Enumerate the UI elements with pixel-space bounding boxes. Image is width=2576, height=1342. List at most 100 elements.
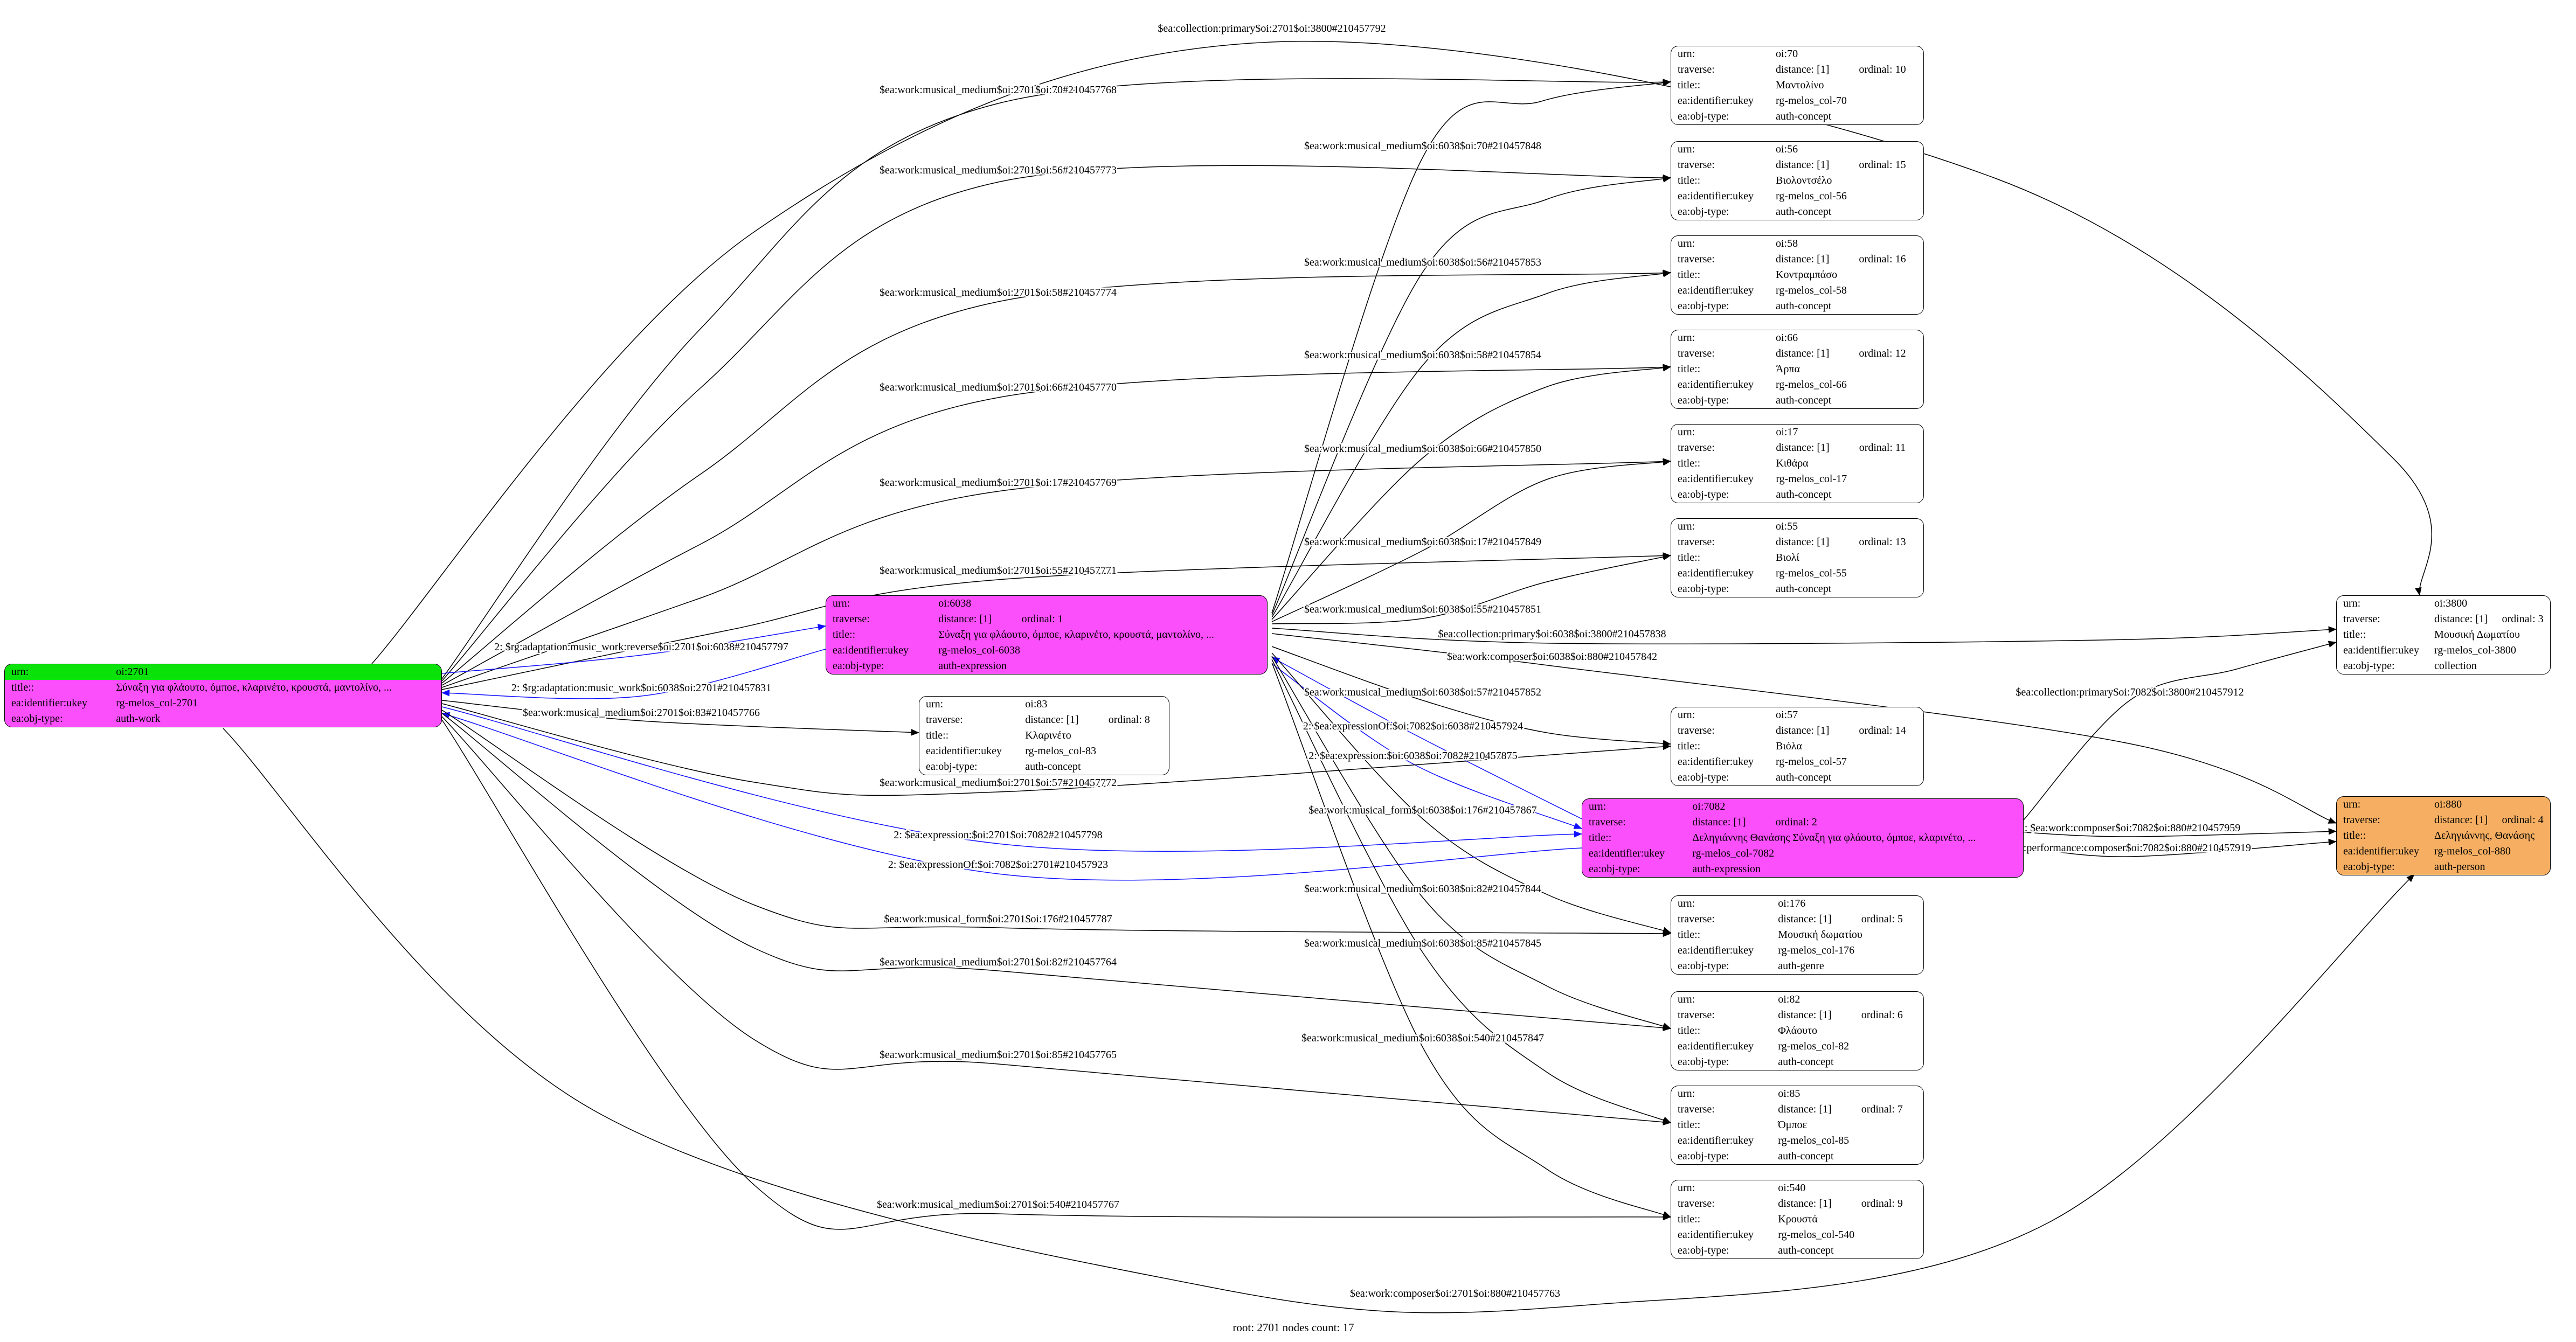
edge-line — [441, 269, 1671, 684]
node-row-title: title::Κιθάρα — [1671, 456, 1923, 471]
field-label-traverse: traverse: — [833, 613, 870, 625]
field-value-objtype: auth-concept — [1778, 1056, 1834, 1068]
field-value-urn: oi:2701 — [116, 666, 149, 678]
field-label-objtype: ea:obj-type: — [11, 713, 63, 725]
node-row-urn: urn:oi:6038 — [826, 596, 1267, 611]
edge-line — [441, 716, 1671, 1126]
field-label-objtype: ea:obj-type: — [2343, 861, 2395, 873]
node-row-urn: urn:oi:176 — [1671, 896, 1923, 912]
field-label-title: title:: — [11, 682, 34, 693]
edge-label: $ea:work:composer$oi:6038$oi:880#2104578… — [1447, 651, 1657, 663]
edge-label: $ea:work:musical_medium$oi:6038$oi:70#21… — [1304, 140, 1541, 152]
field-label-objtype: ea:obj-type: — [1678, 583, 1729, 595]
field-label-objtype: ea:obj-type: — [1678, 771, 1729, 783]
field-value-identifier: rg-melos_col-880 — [2434, 845, 2511, 857]
field-value-objtype: auth-concept — [1776, 206, 1832, 218]
field-label-title: title:: — [926, 729, 949, 741]
field-value-identifier: rg-melos_col-3800 — [2434, 644, 2516, 656]
node-row-urn: urn:oi:55 — [1671, 519, 1923, 534]
node-row-urn: urn: oi:3800 — [2337, 596, 2550, 611]
field-label-title: title:: — [1678, 79, 1701, 91]
field-label-objtype: ea:obj-type: — [2343, 660, 2395, 672]
field-label-urn: urn: — [2343, 597, 2361, 609]
field-value-title: Σύναξη για φλάουτο, όμποε, κλαρινέτο, κρ… — [116, 682, 392, 693]
field-value-objtype: auth-concept — [1776, 110, 1832, 122]
node-row-objtype: ea:obj-type:auth-expression — [826, 658, 1267, 674]
field-value-traverse: distance: [1]ordinal: 6 — [1778, 1009, 1903, 1021]
edge-label: 2: $ea:expressionOf:$oi:7082$oi:6038#210… — [1303, 720, 1523, 732]
field-value-identifier: rg-melos_col-540 — [1778, 1229, 1855, 1241]
field-value-identifier: rg-melos_col-17 — [1776, 473, 1847, 485]
node-row-title: title::Βιολί — [1671, 550, 1923, 566]
edge-label: $ea:work:musical_medium$oi:2701$oi:56#21… — [880, 164, 1117, 176]
field-value-identifier: rg-melos_col-55 — [1776, 567, 1847, 579]
node-row-title: title::Δεληγιάννης Θανάσης Σύναξη για φλ… — [1582, 830, 2023, 846]
field-value-traverse: distance: [1]ordinal: 8 — [1025, 714, 1150, 726]
field-label-identifier: ea:identifier:ukey — [1678, 944, 1754, 956]
field-value-identifier: rg-melos_col-70 — [1776, 95, 1847, 107]
node-oi-83[interactable]: urn: oi:83 traverse: distance: [1]ordinal: … — [919, 696, 1169, 775]
field-value-title: Βιολί — [1776, 552, 1799, 564]
node-row-title: title::Δεληγιάννης, Θανάσης — [2337, 828, 2550, 844]
field-value-objtype: auth-person — [2434, 861, 2485, 873]
field-label-objtype: ea:obj-type: — [926, 761, 978, 773]
node-row-urn: urn:oi:85 — [1671, 1086, 1923, 1102]
node-row-objtype: ea:obj-type:auth-concept — [1671, 109, 1923, 124]
field-label-title: title:: — [2343, 629, 2366, 641]
edge-line — [441, 552, 1671, 690]
node-row-traverse: traverse:distance: [1]ordinal: 9 — [1671, 1196, 1923, 1212]
node-row-urn: urn:oi:57 — [1671, 707, 1923, 723]
field-value-title: Βιολοντσέλο — [1776, 175, 1832, 186]
edge-label: $ea:collection:primary$oi:2701$oi:3800#2… — [1158, 23, 1386, 34]
field-label-traverse: traverse: — [926, 714, 963, 726]
node-row-urn: urn:oi:58 — [1671, 236, 1923, 252]
edge-label: 2: $rg:adaptation:music_work$oi:6038$oi:… — [511, 682, 771, 694]
field-value-traverse: distance: [1]ordinal: 15 — [1776, 159, 1906, 171]
field-value-urn: oi:83 — [1025, 698, 1048, 710]
edge-label: $ea:work:musical_medium$oi:6038$oi:66#21… — [1304, 443, 1541, 455]
field-label-traverse: traverse: — [1678, 913, 1715, 925]
edge-line — [1271, 662, 1671, 1218]
node-row-objtype: ea:obj-type:auth-concept — [1671, 393, 1923, 408]
field-label-identifier: ea:identifier:ukey — [2343, 644, 2420, 656]
field-label-urn: urn: — [2343, 798, 2361, 810]
node-row-traverse: traverse: distance: [1]ordinal: 8 — [919, 712, 1169, 728]
edge-label: 1: $ea:work:composer$oi:7082$oi:880#2104… — [2019, 822, 2241, 834]
node-row-urn: urn: oi:83 — [919, 697, 1169, 712]
edge-label: $ea:work:musical_medium$oi:6038$oi:57#21… — [1304, 686, 1541, 698]
field-value-urn: oi:880 — [2434, 798, 2462, 810]
field-label-objtype: ea:obj-type: — [1678, 489, 1729, 500]
edge-line — [441, 700, 919, 736]
field-value-urn: oi:3800 — [2434, 597, 2468, 609]
field-value-identifier: rg-melos_col-7082 — [1692, 847, 1775, 859]
field-label-identifier: ea:identifier:ukey — [1678, 1135, 1754, 1146]
field-label-urn: urn: — [1678, 143, 1695, 155]
edge-line — [441, 458, 1671, 688]
field-value-title: Όμποε — [1778, 1119, 1807, 1131]
edge-label: $ea:work:musical_medium$oi:6038$oi:85#21… — [1304, 937, 1541, 949]
field-label-urn: urn: — [926, 698, 944, 710]
field-value-objtype: auth-concept — [1776, 394, 1832, 406]
field-label-traverse: traverse: — [1678, 253, 1715, 265]
